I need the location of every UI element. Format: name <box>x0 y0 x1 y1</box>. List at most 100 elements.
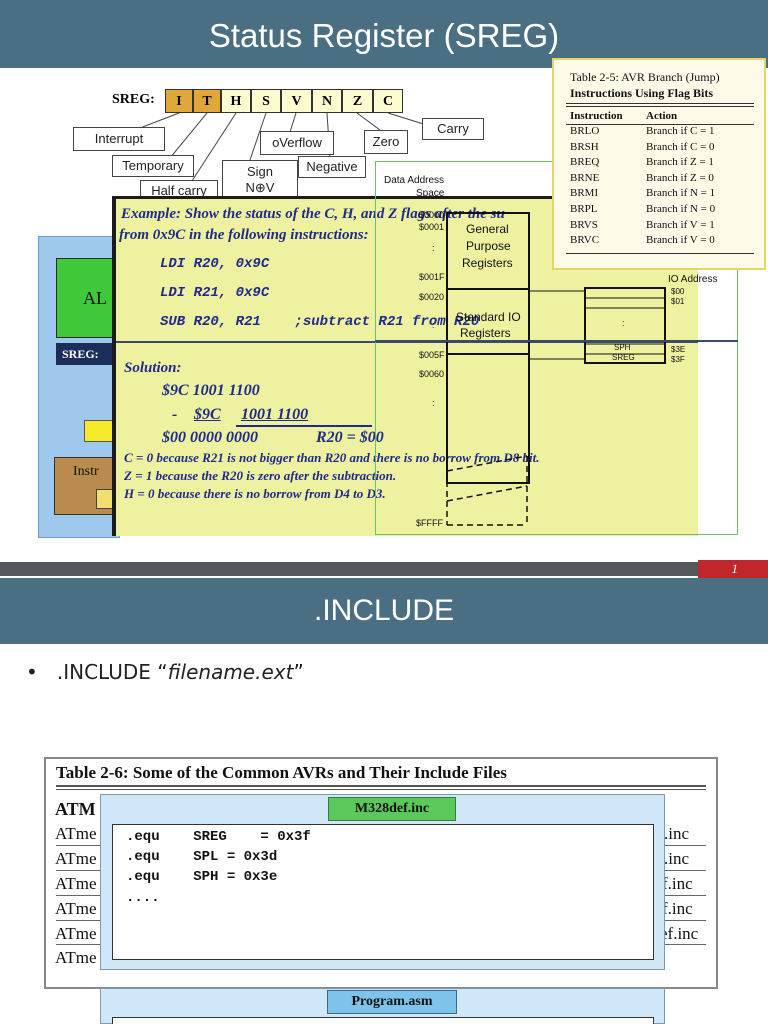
separator-bar <box>0 562 698 576</box>
addr-0001: $0001 <box>419 222 445 232</box>
table25-instruction-1: BRLO <box>570 125 600 137</box>
table26-row-2: ATme <box>55 849 97 868</box>
callout-carry: Carry <box>422 118 484 140</box>
table25-rule <box>566 103 754 107</box>
callout-sign-label: Sign <box>246 164 274 179</box>
callout-sign-formula: N⊕V <box>245 180 275 195</box>
solution-result: R20 = $00 <box>316 429 384 446</box>
sio-label-1: Standard IO <box>456 310 521 324</box>
solution-minus: - <box>172 406 178 423</box>
table25-action-6: Branch if N = 0 <box>646 203 716 215</box>
io-sreg: SREG <box>612 353 635 362</box>
table26-row-4: ATme <box>55 899 97 918</box>
io-addr-00: $00 <box>671 287 685 296</box>
table26-row-3: ATme <box>55 874 97 893</box>
table25-action-1: Branch if C = 1 <box>646 125 715 137</box>
sreg-bit-n: N <box>312 89 342 113</box>
table26-rule-2 <box>56 789 706 790</box>
bullet-prefix: .INCLUDE “ <box>56 660 168 684</box>
table25-instruction-7: BRVS <box>570 218 598 231</box>
table25-title-1: Table 2-5: AVR Branch (Jump) <box>570 70 720 84</box>
slide-title: Status Register (SREG) <box>0 0 768 68</box>
callout-zero: Zero <box>364 130 408 154</box>
table26-column-header: ATM <box>55 799 96 819</box>
table25-header-rule <box>566 124 754 125</box>
callout-temporary: Temporary <box>112 155 194 177</box>
table26-title: Table 2-6: Some of the Common AVRs and T… <box>56 763 507 782</box>
sreg-bit-z: Z <box>342 89 373 113</box>
table25-instruction-5: BRMI <box>570 187 599 200</box>
slide-status-register: Status Register (SREG) SREG: I T H S V N… <box>0 0 768 538</box>
table26-inc-3: f.inc <box>662 874 693 893</box>
gpr-label-3: Registers <box>462 256 513 270</box>
program-asm-code-box <box>112 1017 654 1024</box>
table25-action-3: Branch if Z = 1 <box>646 156 714 169</box>
callout-negative: Negative <box>298 156 366 178</box>
solution-line-3: $00 0000 0000 <box>162 429 258 446</box>
table25-bottom-rule <box>566 253 754 254</box>
io-sph: SPH <box>614 343 631 352</box>
flag-h-explanation: H = 0 because there is no borrow from D4… <box>124 486 386 501</box>
table25-action-4: Branch if Z = 0 <box>646 171 714 184</box>
sreg-bit-t: T <box>193 89 221 113</box>
bullet-filename: filename.ext <box>167 660 294 684</box>
table26-row-1: ATme <box>55 824 97 843</box>
callout-interrupt: Interrupt <box>73 127 165 151</box>
table25-instruction-8: BRVC <box>570 234 600 247</box>
gpr-label-2: Purpose <box>466 239 511 253</box>
page-number: 1 <box>698 560 768 578</box>
memmap-header-2: Space <box>416 188 445 199</box>
code-line-3: SUB R20, R21 ;subtract R21 from R20 <box>160 314 480 330</box>
solution-line-2-bits: 1001 1100 <box>241 406 309 423</box>
memmap-dots-1: : <box>432 243 435 253</box>
table25-action-8: Branch if V = 0 <box>646 234 715 247</box>
flag-c-explanation: C = 0 because R21 is not bigger than R20… <box>124 450 540 465</box>
table25-instruction-3: BREQ <box>570 156 600 169</box>
sreg-bit-h: H <box>221 89 251 113</box>
memmap-header: Data Address <box>384 175 445 186</box>
m328def-line-2: .equ SPL = 0x3d <box>126 849 278 865</box>
sreg-bar: SREG: <box>56 343 118 365</box>
sreg-bit-i: I <box>165 89 193 113</box>
solution-underline <box>236 425 372 427</box>
table25-col-instruction: Instruction <box>570 110 623 122</box>
slide-2-title: .INCLUDE <box>0 578 768 644</box>
memmap-dots-3: : <box>432 398 435 408</box>
sio-label-2: Registers <box>460 326 511 340</box>
sreg-bit-v: V <box>281 89 312 113</box>
table26-row-6: ATme <box>55 948 97 967</box>
io-address-header: IO Address <box>668 274 718 285</box>
addr-001f: $001F <box>419 272 445 282</box>
program-asm-tag: Program.asm <box>327 990 457 1014</box>
flag-z-explanation: Z = 1 because the R20 is zero after the … <box>124 468 397 483</box>
memmap-dots-2: : <box>432 320 435 330</box>
bullet-suffix: ” <box>293 660 304 684</box>
callout-overflow: oVerflow <box>260 131 334 155</box>
table25-action-7: Branch if V = 1 <box>646 218 715 231</box>
sreg-bit-c: C <box>373 89 403 113</box>
solution-line-1: $9C 1001 1100 <box>162 382 260 399</box>
table25-action-5: Branch if N = 1 <box>646 187 716 200</box>
memory-map-diagram <box>375 212 738 526</box>
addr-005f: $005F <box>419 350 445 360</box>
table26-rule-1 <box>56 785 706 787</box>
code-line-1: LDI R20, 0x9C <box>160 256 270 272</box>
code-line-2: LDI R21, 0x9C <box>160 285 270 301</box>
table25-title-2: Instructions Using Flag Bits <box>570 86 714 100</box>
table25-instruction-4: BRNE <box>570 171 600 184</box>
m328def-code-box <box>112 824 654 960</box>
table25-col-action: Action <box>646 110 678 122</box>
m328def-line-4: .... <box>126 890 160 906</box>
m328def-line-3: .equ SPH = 0x3e <box>126 869 278 885</box>
io-addr-3e: $3E <box>671 345 686 354</box>
table26-row-5: ATme <box>55 924 97 943</box>
addr-0060: $0060 <box>419 369 445 379</box>
addr-ffff: $FFFF <box>416 518 443 528</box>
m328def-tag: M328def.inc <box>328 797 456 821</box>
gpr-label-1: General <box>466 222 509 236</box>
io-addr-01: $01 <box>671 297 685 306</box>
sreg-bit-s: S <box>251 89 281 113</box>
m328def-line-1: .equ SREG = 0x3f <box>126 829 311 845</box>
bullet-dot: • <box>26 660 38 684</box>
addr-0000: $0000 <box>419 210 445 220</box>
